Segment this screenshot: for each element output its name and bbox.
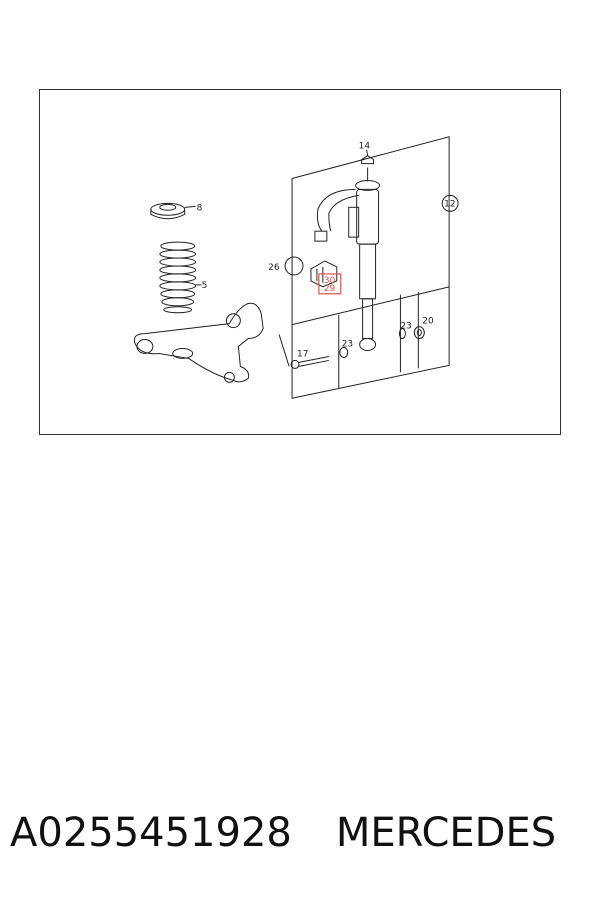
bolt-part [290,355,329,369]
callout-12: 12 [444,199,455,209]
callout-circle-12 [441,194,459,212]
callout-17: 17 [297,349,308,359]
spring-seat-part [150,202,186,220]
part-caption: A0255451928 MERCEDES [10,798,590,868]
callout-26: 26 [268,263,280,273]
callout-29: 29 [324,284,336,294]
callout-8: 8 [197,203,203,213]
parts-diagram: 14 8 12 26 5 30 29 17 23 23 20 [39,89,561,435]
control-arm-part [133,302,264,383]
nut-part [413,326,425,340]
callout-20: 20 [422,317,434,327]
washer-part-right [398,328,406,340]
callout-30: 30 [324,276,336,286]
callout-circle-26 [284,256,304,276]
callout-23-right: 23 [400,322,411,332]
shock-absorber-part [314,155,381,351]
connector-part [310,260,338,288]
panel-divider [291,286,450,326]
coil-spring-part [159,241,197,314]
brand-name: MERCEDES [335,810,557,856]
callout-14: 14 [359,142,371,152]
assembly-panel [291,136,450,399]
callout-23-left: 23 [342,340,353,350]
callout-5: 5 [202,281,208,291]
highlight-box [318,273,342,295]
washer-part [339,347,349,358]
part-number: A0255451928 [10,810,292,856]
exploded-view-drawing: 14 8 12 26 5 30 29 17 23 23 20 [133,136,459,399]
